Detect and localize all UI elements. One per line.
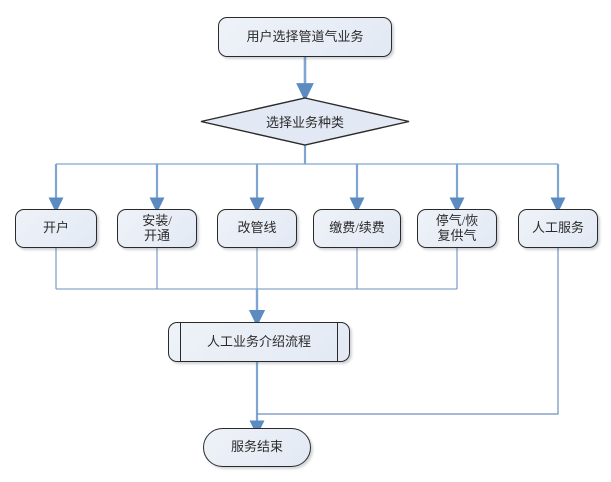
node-option-tingqi-huifugongqi-label: 停气/恢 复供气: [435, 212, 479, 243]
diamond-shape: [200, 97, 410, 146]
node-decision-label: 选择业务种类: [265, 115, 344, 130]
node-option-gaiguanxian[interactable]: 改管线: [217, 209, 297, 248]
node-option-kaihu[interactable]: 开户: [15, 209, 97, 248]
node-end-label: 服务结束: [230, 439, 283, 455]
node-subprocess-label: 人工业务介绍流程: [206, 333, 311, 349]
node-option-gaiguanxian-label: 改管线: [237, 220, 277, 236]
edge-option-6-to-end: [257, 248, 559, 415]
node-option-jiaofei-xufei-label: 缴费/续费: [329, 220, 385, 236]
predefined-bar-right: [337, 323, 338, 361]
node-option-rengong-fuwu-label: 人工服务: [531, 220, 584, 236]
node-start[interactable]: 用户选择管道气业务: [218, 17, 392, 57]
node-option-anzhuang-kaitong-label: 安装/ 开通: [142, 212, 172, 243]
node-option-anzhuang-kaitong[interactable]: 安装/ 开通: [117, 209, 197, 248]
node-decision[interactable]: 选择业务种类: [200, 97, 410, 146]
node-option-tingqi-huifugongqi[interactable]: 停气/恢 复供气: [417, 209, 497, 248]
node-option-kaihu-label: 开户: [42, 220, 69, 236]
node-end[interactable]: 服务结束: [203, 428, 311, 467]
node-start-label: 用户选择管道气业务: [246, 28, 364, 44]
node-option-rengong-fuwu[interactable]: 人工服务: [518, 209, 598, 248]
node-option-jiaofei-xufei[interactable]: 缴费/续费: [313, 209, 401, 248]
predefined-bar-left: [180, 323, 181, 361]
node-subprocess[interactable]: 人工业务介绍流程: [168, 322, 350, 362]
